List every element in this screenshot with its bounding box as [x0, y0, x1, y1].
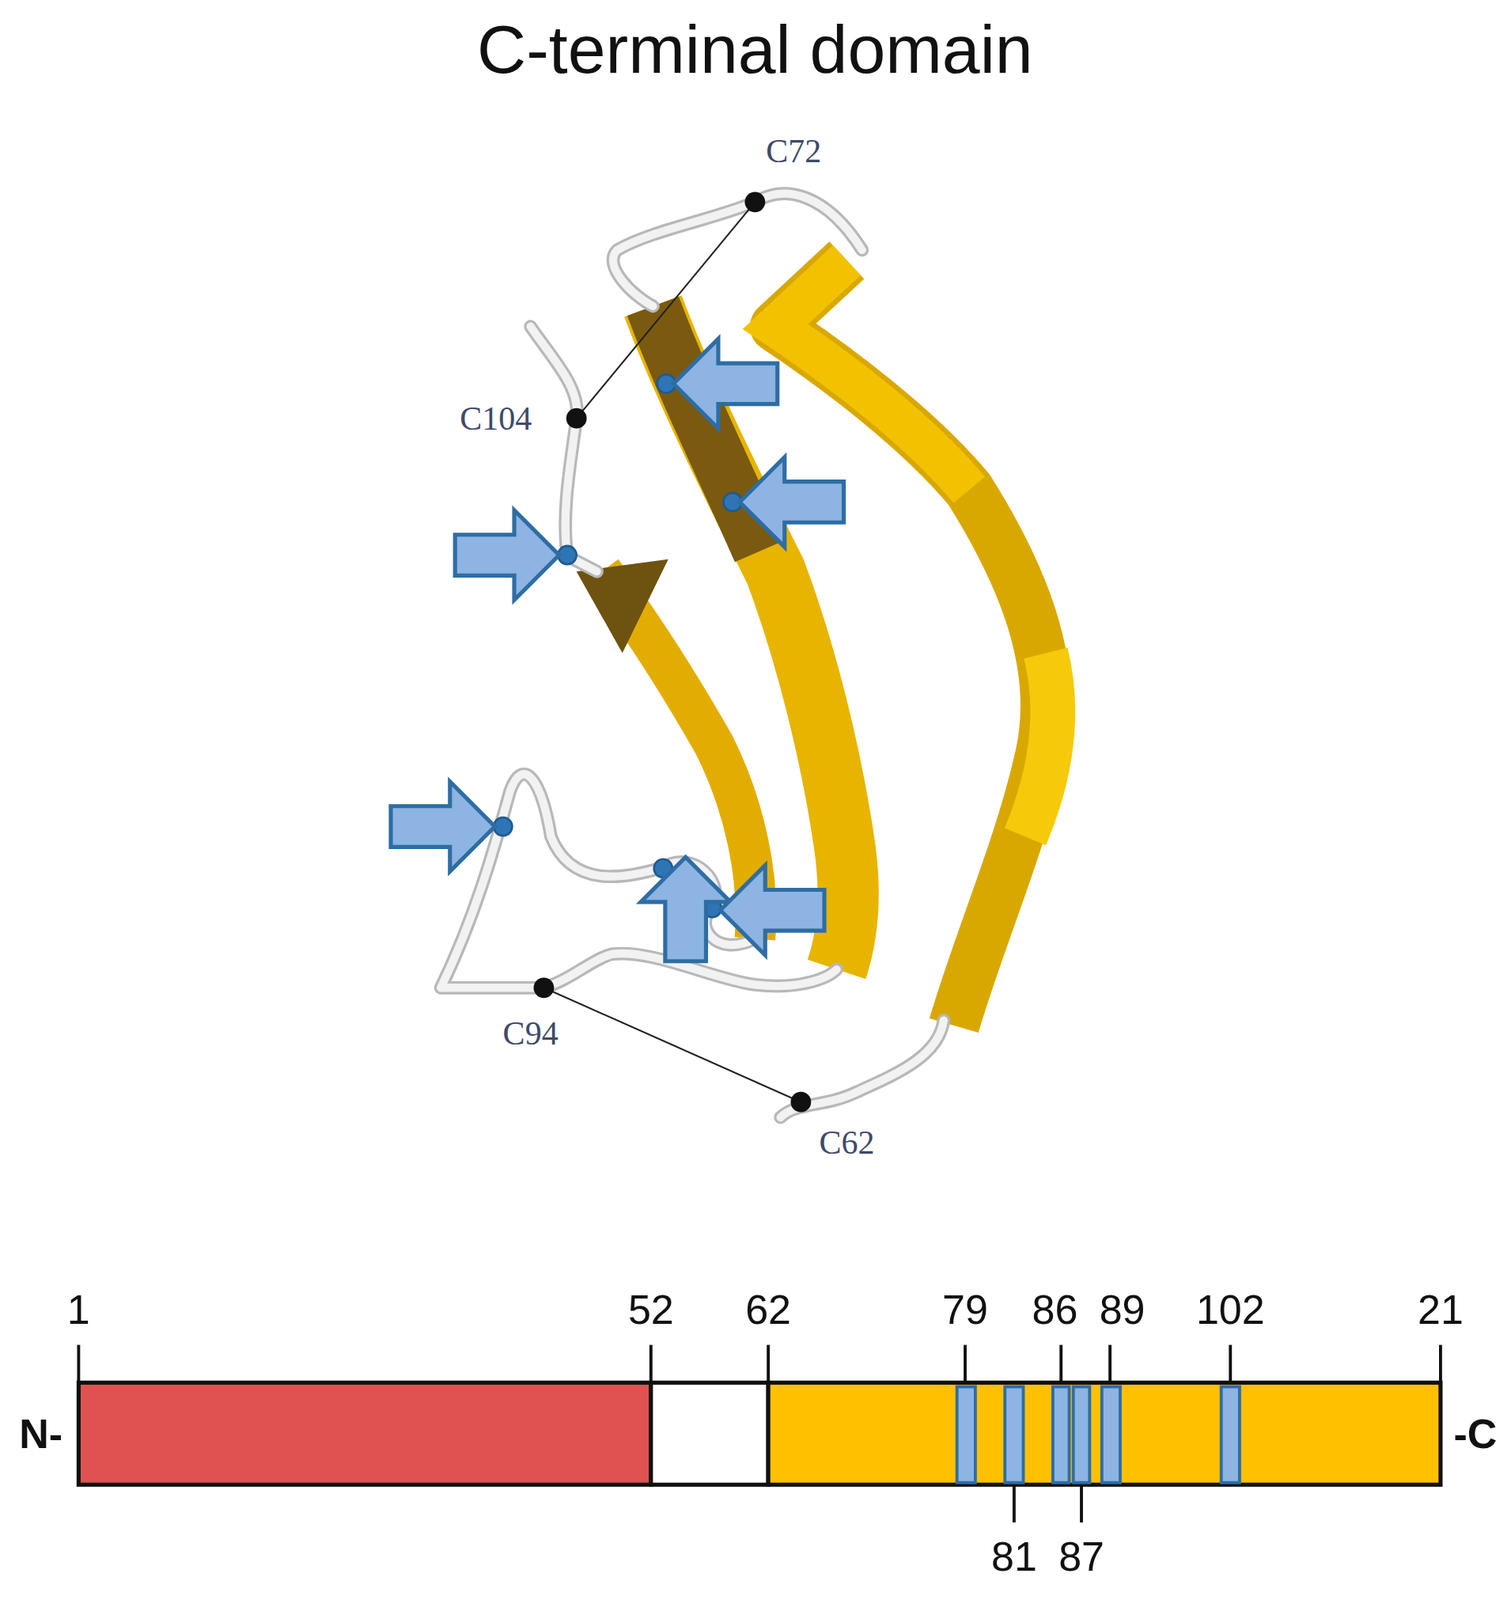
coil	[613, 193, 863, 307]
site-arrow	[673, 338, 778, 428]
label-anchor: C62	[846, 1142, 902, 1181]
site-mark	[957, 1386, 976, 1482]
coil	[613, 193, 863, 307]
residue-number: 81	[991, 1532, 1038, 1580]
tick-line	[1439, 1344, 1443, 1383]
tick-line	[649, 1344, 653, 1383]
residue-number: 52	[628, 1285, 675, 1334]
tick-line	[766, 1344, 770, 1383]
site-arrow	[390, 781, 496, 872]
cysteine-dot	[790, 1091, 811, 1113]
residue-number: 102	[1196, 1285, 1265, 1334]
cysteine-label: C94	[503, 1014, 559, 1053]
label-anchor: 81	[1014, 1556, 1061, 1600]
residue-number: 62	[745, 1285, 792, 1334]
site-mark	[1102, 1386, 1121, 1482]
disulfide-line	[543, 987, 801, 1102]
tick-line	[963, 1344, 967, 1383]
residue-number: 1	[67, 1285, 91, 1334]
site-arrow	[454, 510, 560, 600]
label-anchor: 21	[1440, 1309, 1487, 1357]
tick-line	[1012, 1484, 1016, 1523]
coil	[440, 773, 837, 988]
coil	[440, 773, 837, 988]
terminus-label: -C	[1453, 1409, 1497, 1458]
cysteine-dot	[533, 977, 555, 998]
label-anchor: 89	[1122, 1309, 1169, 1357]
tick-line	[1079, 1484, 1084, 1523]
label-anchor: 52	[651, 1309, 697, 1357]
cysteine-dot	[566, 408, 587, 429]
c-domain-bar	[768, 1382, 1441, 1485]
label-anchor: N-	[41, 1433, 85, 1481]
site-mark	[1004, 1386, 1023, 1482]
cysteine-label: C72	[765, 132, 822, 171]
label-anchor: C72	[793, 151, 849, 190]
beta-strand	[775, 260, 970, 490]
n-domain-bar	[78, 1382, 651, 1485]
label-anchor: C94	[530, 1033, 587, 1072]
tick-line	[1108, 1344, 1112, 1383]
site-mark	[1052, 1386, 1070, 1482]
beta-strand	[1025, 652, 1053, 837]
label-anchor: 1	[78, 1309, 102, 1357]
residue-number: 79	[942, 1285, 989, 1334]
coil	[780, 1020, 944, 1118]
label-anchor: 87	[1081, 1556, 1128, 1600]
site-mark	[1221, 1386, 1240, 1482]
label-anchor: -C	[1475, 1433, 1511, 1481]
label-anchor: C104	[496, 418, 569, 457]
site-arrow	[720, 865, 826, 955]
residue-number: 86	[1032, 1285, 1079, 1334]
site-arrow	[640, 856, 731, 962]
linker-bar	[651, 1382, 769, 1485]
label-anchor: 102	[1230, 1309, 1299, 1357]
tick-line	[1228, 1344, 1232, 1383]
label-anchor: 62	[768, 1309, 815, 1357]
beta-strand	[652, 306, 760, 551]
site-arrow	[739, 457, 845, 547]
coil	[780, 1020, 944, 1118]
title-anchor: C-terminal domain	[754, 49, 1311, 128]
residue-number: 21	[1417, 1285, 1464, 1334]
tick-line	[76, 1344, 80, 1383]
terminus-label: N-	[18, 1409, 63, 1458]
tick-line	[1059, 1344, 1063, 1383]
label-anchor: 79	[965, 1309, 1012, 1357]
label-anchor: 86	[1055, 1309, 1102, 1357]
residue-number: 89	[1099, 1285, 1146, 1334]
cysteine-label: C104	[459, 399, 532, 438]
site-mark	[1073, 1386, 1091, 1482]
cysteine-label: C62	[818, 1123, 875, 1162]
figure-title: C-terminal domain	[477, 9, 1034, 88]
cysteine-dot	[744, 191, 765, 213]
residue-number: 87	[1058, 1532, 1105, 1580]
